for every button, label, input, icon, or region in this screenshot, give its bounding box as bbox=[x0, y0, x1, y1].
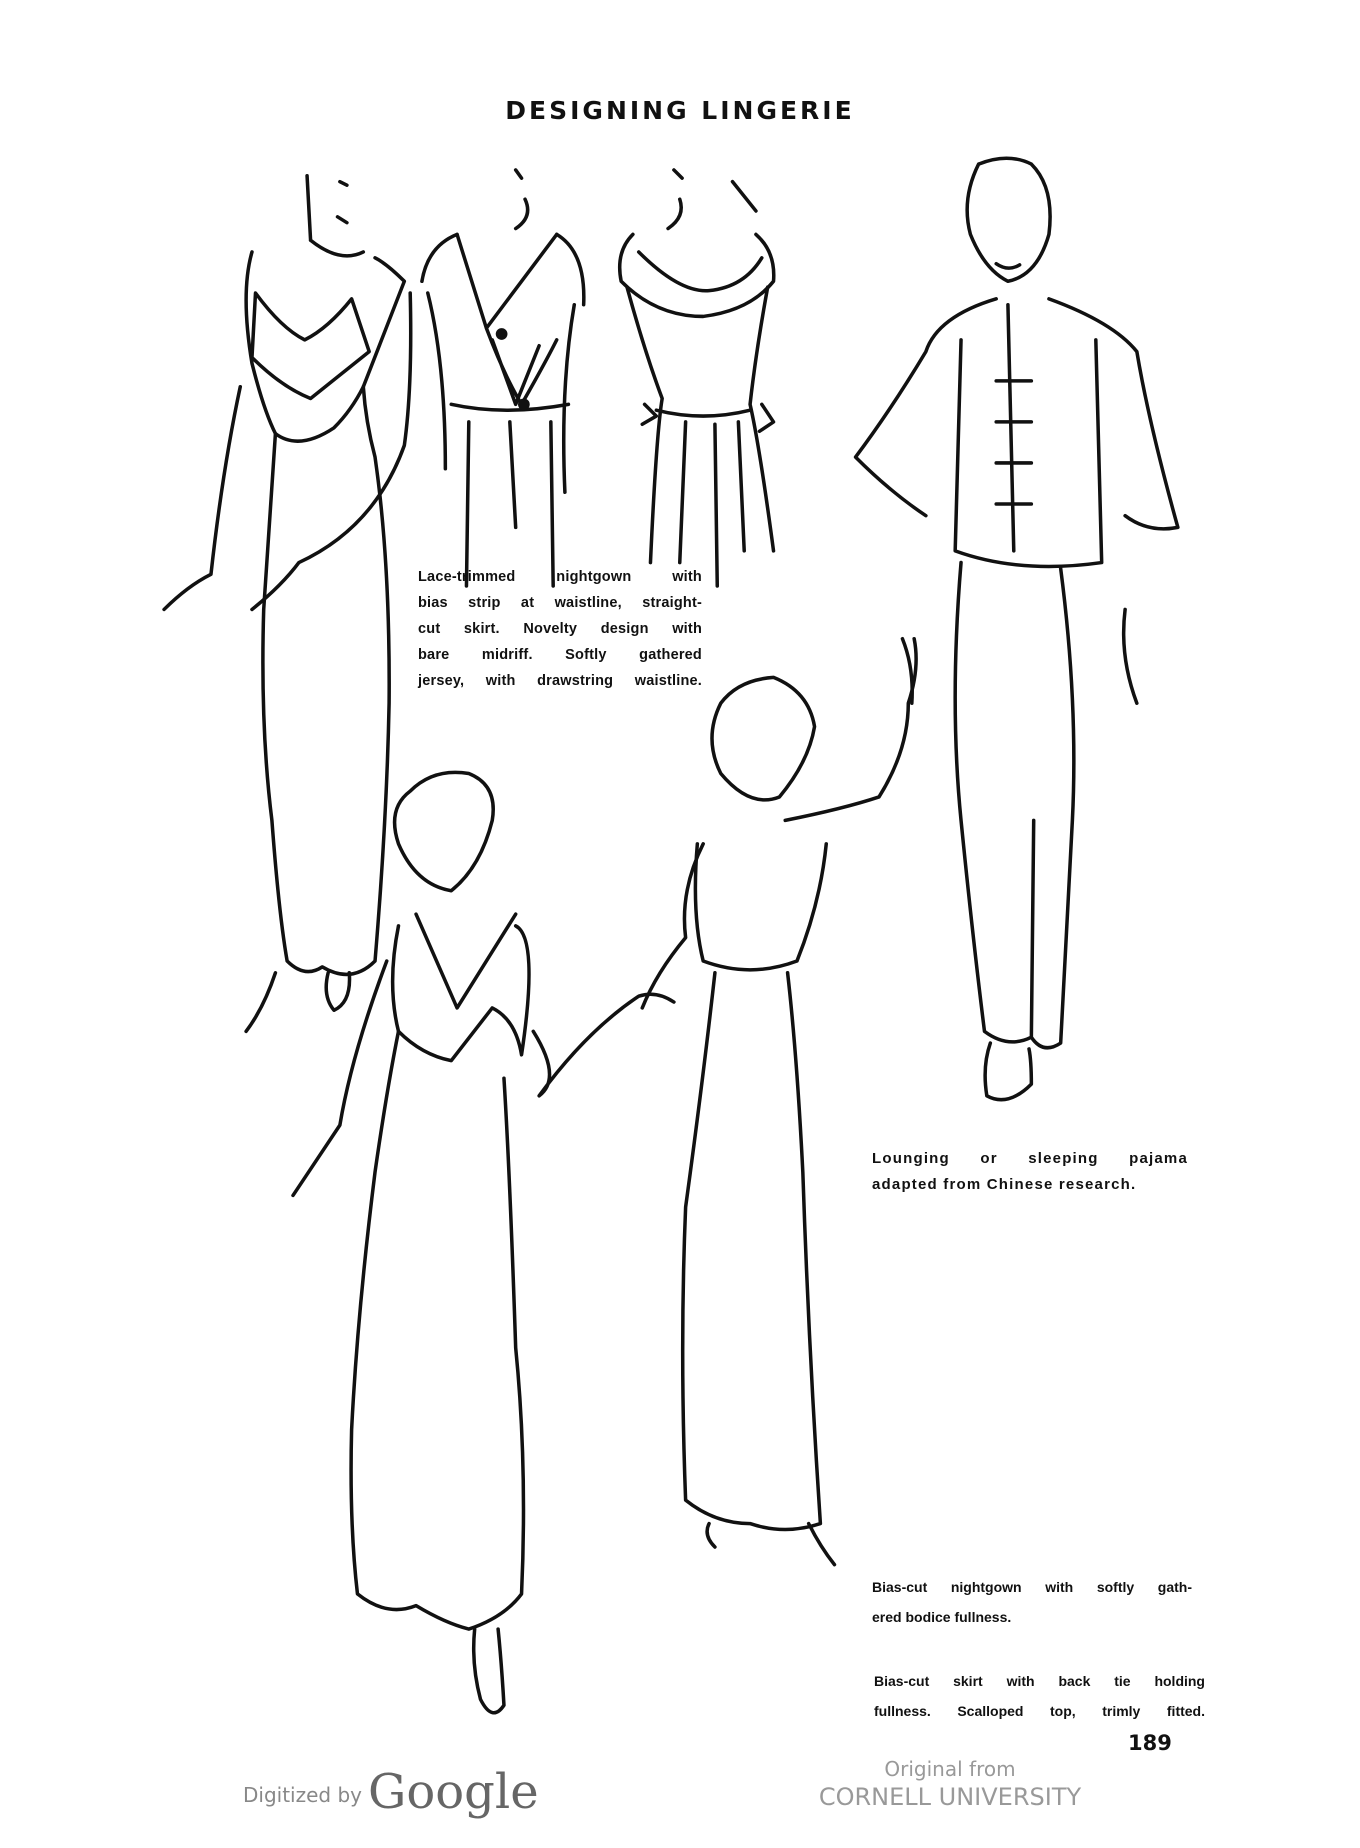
original-from-watermark: Original from CORNELL UNIVERSITY bbox=[790, 1756, 1110, 1812]
caption-line: adapted from Chinese research. bbox=[872, 1176, 1137, 1193]
caption-pajama: Lounging or sleeping pajama adapted from… bbox=[872, 1146, 1188, 1198]
caption-bias-nightgown: Bias-cut nightgown with softly gath- ere… bbox=[872, 1572, 1192, 1632]
caption-line: jersey, with drawstring waistline. bbox=[418, 673, 702, 689]
gathered-jersey-figure bbox=[617, 168, 776, 588]
pajama-figure bbox=[853, 156, 1180, 1102]
bias-skirt-figure bbox=[640, 636, 918, 1567]
caption-lace-nightgown: Lace-trimmed nightgown with bias strip a… bbox=[418, 564, 702, 694]
google-logo: Google bbox=[368, 1764, 539, 1820]
halter-top-figure bbox=[420, 168, 586, 588]
caption-bias-skirt: Bias-cut skirt with back tie holding ful… bbox=[874, 1666, 1205, 1726]
caption-line: Bias-cut skirt with back tie holding bbox=[874, 1673, 1205, 1689]
caption-line: Bias-cut nightgown with softly gath- bbox=[872, 1579, 1192, 1595]
bias-nightgown-figure bbox=[291, 770, 676, 1715]
page-title: DESIGNING LINGERIE bbox=[505, 96, 855, 125]
page-number: 189 bbox=[1128, 1731, 1172, 1755]
lace-nightgown-figure bbox=[162, 174, 413, 1034]
original-from-text: Original from bbox=[884, 1757, 1016, 1781]
caption-line: cut skirt. Novelty design with bbox=[418, 621, 702, 637]
caption-line: ered bodice fullness. bbox=[872, 1609, 1012, 1625]
caption-line: Lace-trimmed nightgown with bbox=[418, 569, 702, 585]
institution-text: CORNELL UNIVERSITY bbox=[818, 1783, 1082, 1811]
caption-line: fullness. Scalloped top, trimly fitted. bbox=[874, 1703, 1205, 1719]
caption-line: bare midriff. Softly gathered bbox=[418, 647, 702, 663]
caption-line: Lounging or sleeping pajama bbox=[872, 1150, 1188, 1167]
caption-line: bias strip at waistline, straight- bbox=[418, 595, 702, 611]
digitized-by-text: Digitized by bbox=[243, 1783, 362, 1807]
